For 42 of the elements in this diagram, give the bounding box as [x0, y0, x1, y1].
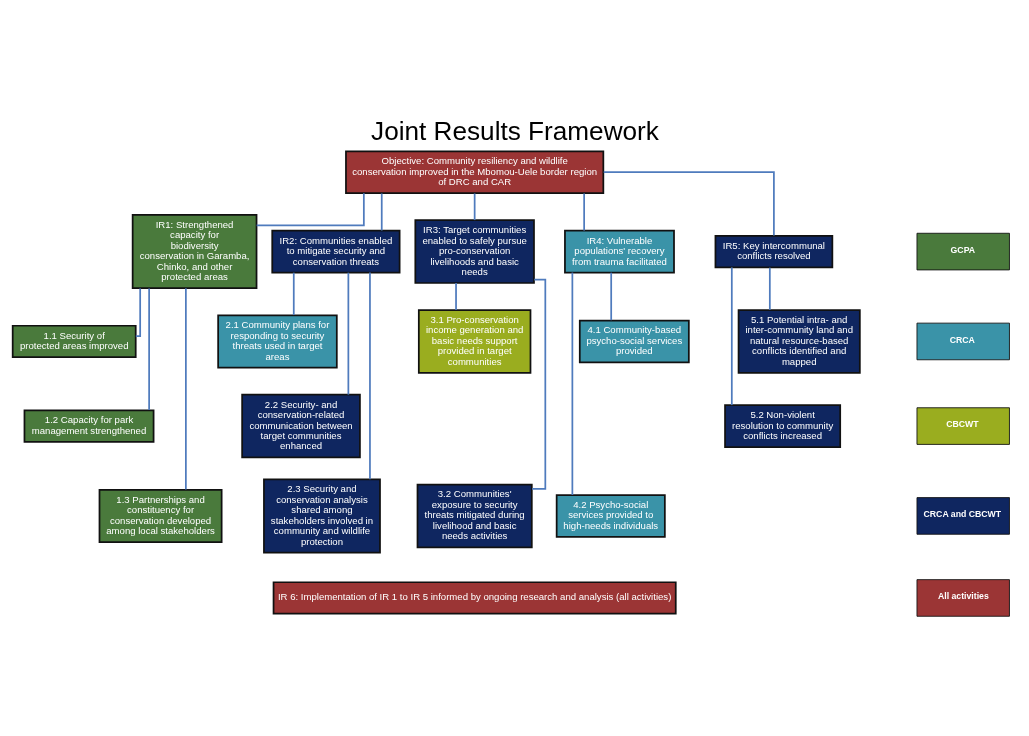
node-box: Objective: Community resiliency and wildlife conservation improved in the Mbomou-Uele border region of DRC and CAR — [344, 149, 604, 194]
legend-label: GCPA — [950, 244, 975, 255]
connector — [184, 287, 187, 490]
connector — [530, 278, 546, 490]
legend-label: CRCA and CBCWT — [923, 508, 1001, 519]
node-box: 5.1 Potential intra- and inter-community land and natural resource-based conflicts identified and mapped — [737, 308, 861, 374]
connector — [380, 192, 383, 231]
connector — [730, 266, 733, 406]
node-box: 3.2 Communities' exposure to security threats mitigated during livelihood and basic needs activities — [416, 483, 533, 548]
node-box: 2.1 Community plans for responding to security threats used in target areas — [216, 313, 338, 368]
node-box: 1.1 Security of protected areas improved — [11, 324, 137, 358]
connector — [602, 170, 775, 236]
node-box: IR3: Target communities enabled to safely pursue pro-conservation livelihoods and basic needs — [413, 218, 535, 284]
node-box: 4.1 Community-based psycho-social services provided — [578, 319, 690, 363]
connector — [147, 287, 150, 411]
connector — [571, 271, 573, 496]
connector — [768, 266, 771, 311]
node-box: IR4: Vulnerable populations' recovery from trauma facilitated — [563, 229, 675, 273]
node-box: 1.3 Partnerships and constituency for conservation developed among local stakeholders — [98, 488, 222, 543]
node-box: IR2: Communities enabled to mitigate security and conservation threats — [270, 229, 400, 273]
legend-label: All activities — [937, 590, 989, 601]
connector — [347, 271, 349, 395]
connector — [609, 271, 612, 321]
connector — [582, 192, 585, 231]
node-box: IR1: Strengthened capacity for biodiversity conservation in Garamba, Chinko, and other protected areas — [131, 213, 257, 289]
node-box: 3.1 Pro-conservation income generation and basic needs support provided in target communities — [417, 308, 531, 374]
legend-label: CBCWT — [945, 418, 979, 429]
node-box: 5.2 Non-violent resolution to community conflicts increased — [723, 403, 841, 448]
connector — [255, 191, 365, 226]
legend-label: CRCA — [949, 334, 975, 345]
connector — [454, 281, 457, 311]
connector — [134, 287, 141, 337]
node-box: 4.2 Psycho-social services provided to high-needs individuals — [555, 493, 666, 538]
node-box: 1.2 Capacity for park management strengthened — [23, 409, 154, 443]
node-box: IR 6: Implementation of IR 1 to IR 5 informed by ongoing research and analysis (all activities) — [272, 580, 677, 615]
connector — [368, 271, 371, 480]
node-box: 2.2 Security- and conservation-related communication between target communities enhanced — [240, 393, 361, 458]
node-box: IR5: Key intercommunal conflicts resolved — [714, 234, 833, 268]
connector — [292, 271, 295, 316]
node-box: 2.3 Security and conservation analysis shared among stakeholders involved in community and wildlife protection — [262, 477, 381, 553]
connector — [473, 192, 475, 221]
diagram-title: Joint Results Framework — [370, 115, 659, 146]
